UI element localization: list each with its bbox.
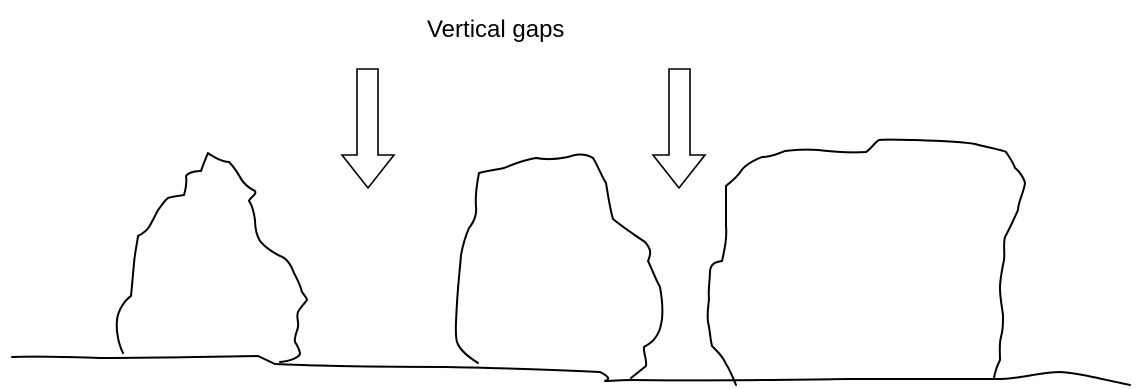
vertical-gaps-label: Vertical gaps [427, 16, 564, 43]
rock-1 [115, 152, 308, 363]
rock-3 [706, 138, 1026, 386]
rock-2 [454, 153, 664, 379]
gap-arrow-1 [340, 68, 396, 190]
ground-line [11, 355, 1131, 386]
gap-arrow-2 [651, 68, 707, 190]
